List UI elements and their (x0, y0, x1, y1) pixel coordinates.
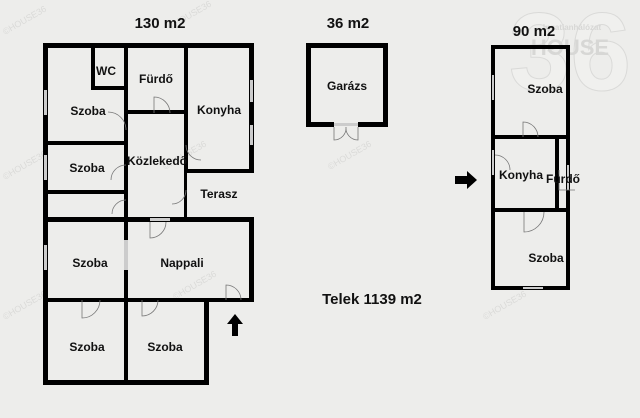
annex-room-label-bathroom: Fürdő (546, 172, 580, 186)
watermark: ©HOUSE36 (326, 139, 373, 172)
garage-area: 36 m2 (327, 15, 370, 32)
room-label-room-bottom-right: Szoba (147, 340, 183, 354)
room-label-room-mid: Szoba (69, 161, 105, 175)
watermark: ©HOUSE36 (1, 4, 48, 37)
plot-area: Telek 1139 m2 (322, 291, 422, 308)
room-label-room-top: Szoba (70, 104, 106, 118)
annex-room-label-room-bottom: Szoba (528, 251, 564, 265)
room-label-terrace: Terasz (200, 187, 237, 201)
logo-tagline: Ingatlanhálózat (543, 23, 602, 32)
room-label-garage: Garázs (327, 79, 367, 93)
watermark: ©HOUSE36 (481, 289, 528, 322)
room-label-living-room: Nappali (160, 256, 203, 270)
annex-walls (491, 45, 575, 290)
annex-entrance-arrow-icon (455, 171, 477, 189)
room-label-room-bottom-left: Szoba (69, 340, 105, 354)
watermark: ©HOUSE36 (1, 289, 48, 322)
room-label-wc: WC (96, 64, 116, 78)
room-label-bathroom: Fürdő (139, 72, 173, 86)
entrance-arrow-icon (227, 314, 243, 336)
main-house-walls (43, 43, 254, 385)
room-label-room-left: Szoba (72, 256, 108, 270)
watermark: ©HOUSE36 (171, 269, 218, 302)
garage-walls (306, 43, 388, 141)
room-label-hallway: Közlekedő (127, 154, 187, 168)
watermark: ©HOUSE36 (1, 149, 48, 182)
annex-room-label-kitchen: Konyha (499, 168, 543, 182)
main-house-area: 130 m2 (135, 15, 186, 32)
annex-room-label-room-top: Szoba (527, 82, 563, 96)
annex-area: 90 m2 (513, 23, 556, 40)
room-label-kitchen: Konyha (197, 103, 241, 117)
